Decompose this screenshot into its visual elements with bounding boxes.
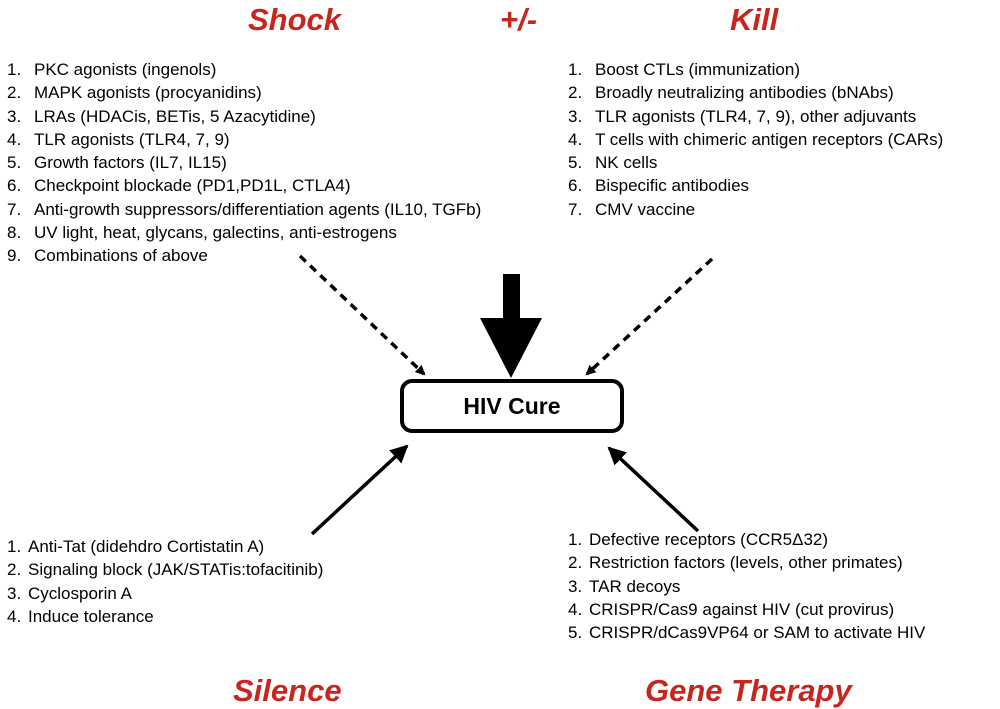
silence-list: 1.Anti-Tat (didehdro Cortistatin A) 2.Si… [7, 535, 323, 628]
list-item: 2.Restriction factors (levels, other pri… [568, 553, 903, 573]
gene-therapy-solid-arrow [607, 446, 700, 533]
list-item: 5.CRISPR/dCas9VP64 or SAM to activate HI… [568, 623, 926, 643]
gene-therapy-list: 1.Defective receptors (CCR5Δ32) 2.Restri… [568, 528, 925, 644]
list-item: 3.LRAs (HDACis, BETis, 5 Azacytidine) [7, 106, 316, 126]
shock-list: 1.PKC agonists (ingenols) 2.MAPK agonist… [7, 58, 481, 268]
list-item: 9.Combinations of above [7, 246, 208, 266]
list-item: 6.Bispecific antibodies [568, 176, 750, 196]
list-item: 1.PKC agonists (ingenols) [7, 60, 217, 79]
list-item: 4.CRISPR/Cas9 against HIV (cut provirus) [568, 599, 895, 619]
list-item: 5.NK cells [568, 153, 658, 173]
list-item: 6.Checkpoint blockade (PD1,PD1L, CTLA4) [7, 176, 351, 196]
list-item: 4.Induce tolerance [7, 606, 154, 626]
list-item: 1.Anti-Tat (didehdro Cortistatin A) [7, 537, 265, 556]
list-item: 2.Signaling block (JAK/STATis:tofacitini… [7, 560, 324, 580]
list-item: 2.Broadly neutralizing antibodies (bNAbs… [568, 83, 894, 103]
list-item: 1.Boost CTLs (immunization) [568, 60, 801, 79]
list-item: 5.Growth factors (IL7, IL15) [7, 153, 227, 173]
silence-solid-arrow [310, 444, 409, 536]
list-item: 4.TLR agonists (TLR4, 7, 9) [7, 129, 230, 149]
hiv-cure-box: HIV Cure [400, 379, 624, 433]
gene-therapy-heading: Gene Therapy [645, 673, 852, 708]
hiv-cure-label: HIV Cure [463, 392, 561, 419]
list-item: 7.CMV vaccine [568, 199, 696, 219]
center-thick-arrow [480, 274, 542, 378]
list-item: 8.UV light, heat, glycans, galectins, an… [7, 223, 397, 243]
list-item: 3.Cyclosporin A [7, 583, 132, 603]
shock-heading: Shock [248, 2, 342, 37]
kill-dashed-arrow [585, 257, 714, 376]
list-item: 3.TAR decoys [568, 576, 681, 596]
list-item: 7.Anti-growth suppressors/differentiatio… [7, 199, 482, 219]
kill-list: 1.Boost CTLs (immunization) 2.Broadly ne… [568, 58, 943, 221]
plus-minus-heading: +/- [500, 2, 538, 37]
list-item: 4.T cells with chimeric antigen receptor… [568, 129, 944, 149]
shock-dashed-arrow [298, 254, 426, 376]
list-item: 2.MAPK agonists (procyanidins) [7, 83, 262, 103]
kill-heading: Kill [730, 2, 779, 37]
list-item: 3.TLR agonists (TLR4, 7, 9), other adjuv… [568, 106, 917, 126]
silence-heading: Silence [233, 673, 342, 708]
list-item: 1.Defective receptors (CCR5Δ32) [568, 530, 829, 549]
